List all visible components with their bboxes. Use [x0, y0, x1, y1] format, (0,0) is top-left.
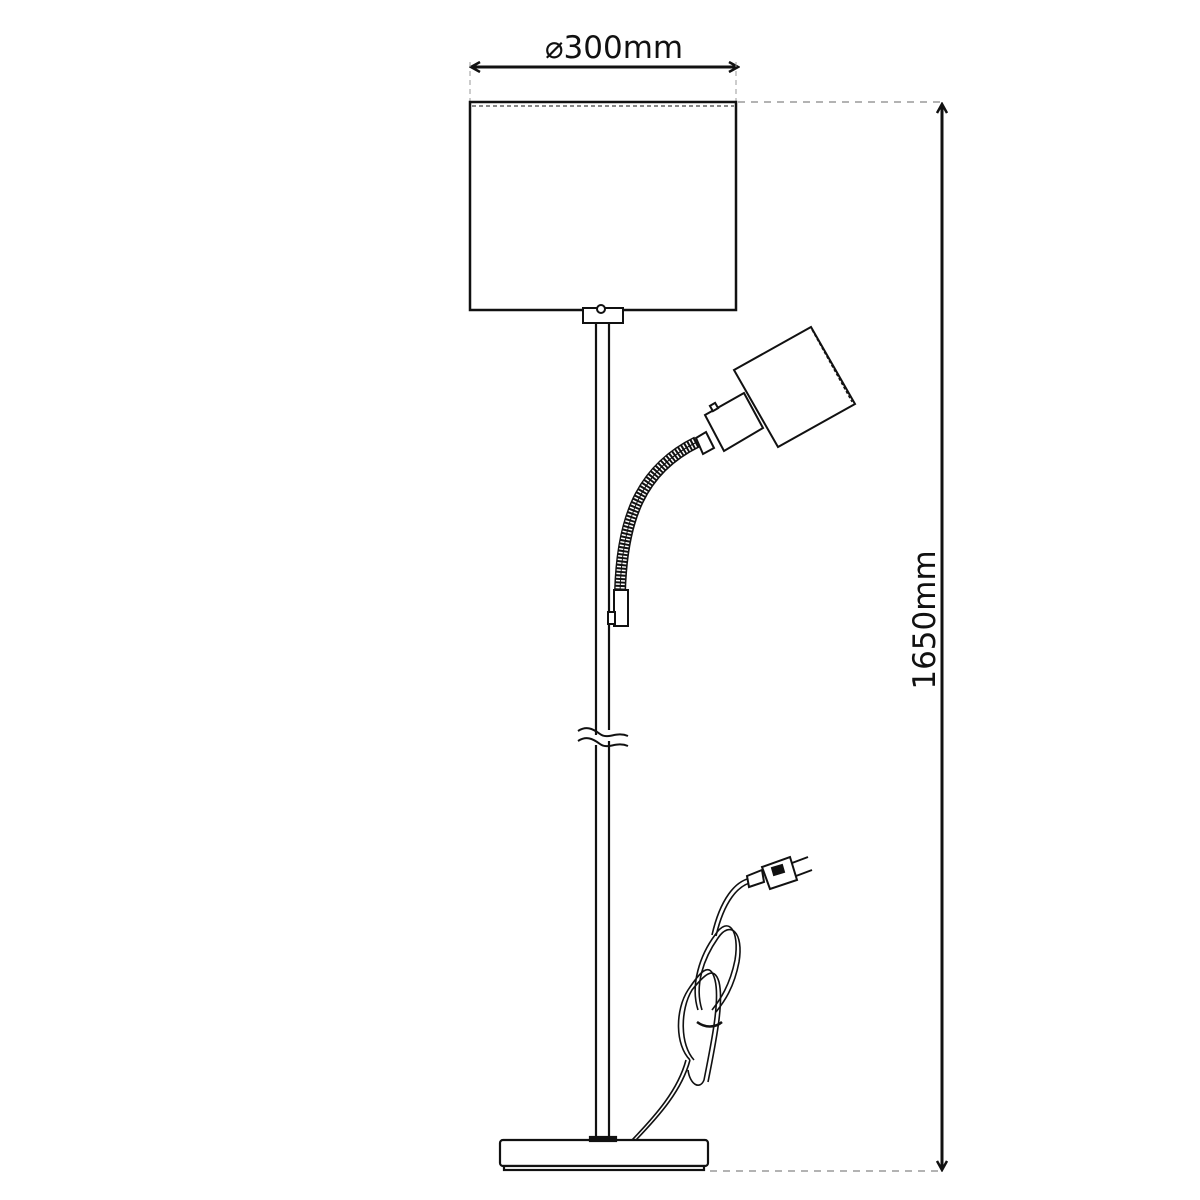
- lamp-shade: [468, 100, 738, 312]
- diameter-label: ⌀300mm: [545, 30, 683, 66]
- spotlight-head: [694, 325, 857, 456]
- pole-break-symbol: [577, 727, 629, 748]
- height-label: 1650mm: [907, 550, 943, 689]
- height-dimension: 1650mm: [710, 101, 943, 1171]
- diameter-dimension: ⌀300mm: [470, 30, 738, 102]
- shade-holder: [582, 304, 624, 324]
- base: [498, 1135, 710, 1172]
- power-cord: [631, 877, 755, 1141]
- arm-mount: [607, 589, 629, 627]
- gooseneck-arm: [614, 436, 700, 593]
- euro-plug: [745, 855, 813, 891]
- pole: [594, 323, 611, 1138]
